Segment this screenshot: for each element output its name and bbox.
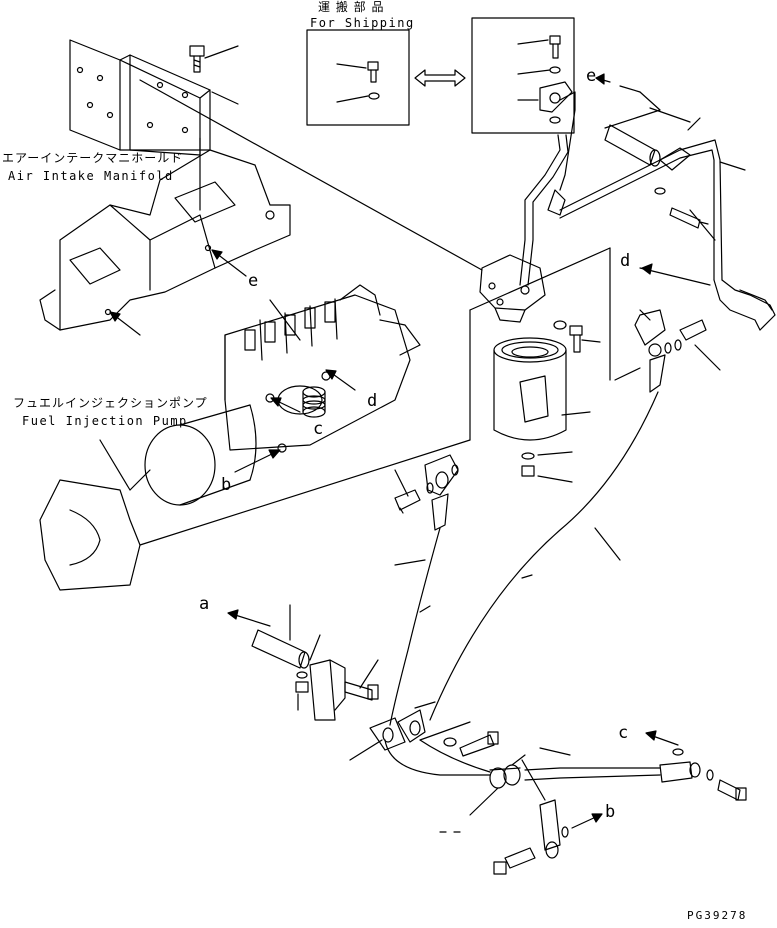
filter-head-pipe <box>520 92 575 285</box>
fuel-hose-left <box>390 528 440 725</box>
filter-head <box>480 255 545 322</box>
lower-right-joint <box>660 749 746 800</box>
drain-plug <box>522 452 572 482</box>
callout-c-pump: c <box>313 419 324 439</box>
arrow-a-lower <box>228 610 270 626</box>
callout-d-right: d <box>620 251 631 271</box>
callout-e-manifold: e <box>248 271 259 291</box>
manifold-label-en: Air Intake Manifold <box>8 169 174 183</box>
fuel-hose-lower <box>385 740 660 780</box>
fuel-filter <box>494 338 590 440</box>
right-eye-joint <box>615 310 720 392</box>
arrow-d-right <box>640 264 710 285</box>
center-banjo <box>470 748 570 815</box>
callout-b-pump: b <box>221 475 232 495</box>
top-e-sleeve <box>605 125 660 166</box>
fuel-hose-right <box>430 392 658 720</box>
lower-a-sleeve <box>252 605 309 668</box>
pump-timing-cover <box>145 405 256 505</box>
callout-e-top: e <box>586 66 597 86</box>
arrow-b-lower <box>572 814 602 828</box>
arrow-a-manifold <box>110 312 140 335</box>
shipping-title-jp: 運 搬 部 品 <box>318 0 385 14</box>
lower-bracket <box>296 635 378 720</box>
arrow-b-pump <box>235 450 280 472</box>
arrow-e-top <box>596 74 660 110</box>
left-eye-joint <box>395 455 458 530</box>
shipping-installed-box <box>472 18 574 133</box>
shipping-title-en: For Shipping <box>310 16 415 30</box>
arrow-e-manifold <box>212 250 246 276</box>
mounting-bracket <box>70 40 210 155</box>
callout-d-pump: d <box>367 391 378 411</box>
callout-a-lower: a <box>199 594 210 614</box>
callout-b-lower: b <box>605 802 616 822</box>
drawing-code: PG39278 <box>687 909 748 922</box>
arrow-c-lower <box>646 731 678 745</box>
manifold-label-jp: エアーインテークマニホールド <box>2 151 184 165</box>
for-shipping-box <box>307 30 409 125</box>
top-feed-pipe <box>560 140 775 330</box>
arrow-d-pump <box>326 370 355 390</box>
air-intake-manifold <box>40 138 290 330</box>
filter-bolt <box>554 321 600 352</box>
top-pipe-bracket <box>655 148 708 228</box>
swap-arrow <box>415 70 465 86</box>
fuel-injection-pump <box>225 285 420 452</box>
pump-label-jp: フュエルインジェクションポンプ <box>13 396 208 410</box>
lower-b-joint <box>494 760 568 874</box>
engine-block <box>40 440 470 590</box>
leader-lines-top <box>605 108 745 170</box>
callout-c-lower: c <box>618 723 629 743</box>
pump-label-en: Fuel Injection Pump <box>22 414 188 428</box>
arrow-c-pump <box>271 398 300 412</box>
bracket-bolt <box>190 46 204 72</box>
lower-joint-block <box>350 702 498 760</box>
pump-drum-cylinder <box>303 387 325 417</box>
